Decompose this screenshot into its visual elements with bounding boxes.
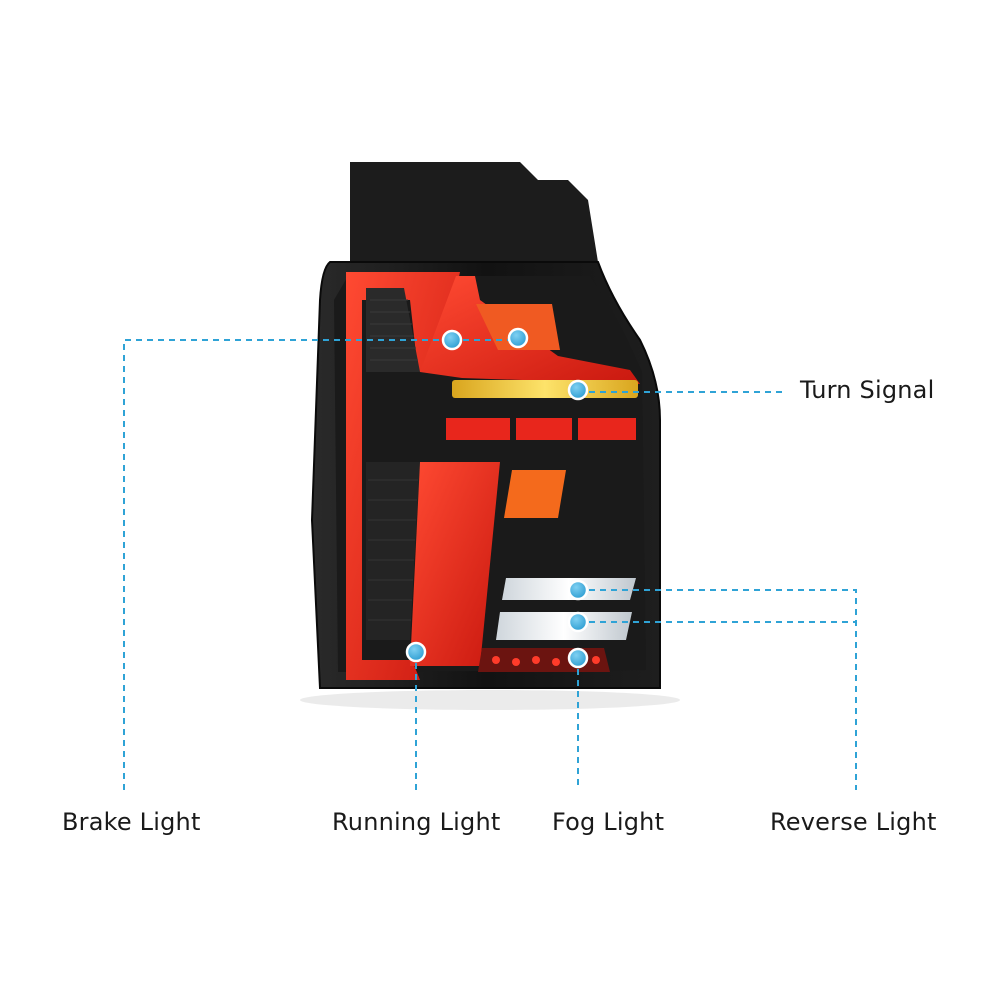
- reverse-light-label: Reverse Light: [770, 808, 937, 836]
- running-light-bar: [410, 462, 500, 666]
- fog-light-leds: [492, 656, 600, 666]
- vent-lines-upper: [370, 299, 418, 361]
- brake-light-label: Brake Light: [62, 808, 201, 836]
- middle-light-block: [504, 470, 566, 518]
- housing-bracket: [350, 162, 598, 262]
- brake-segment-3: [578, 418, 636, 440]
- vent-upper: [366, 288, 420, 372]
- brake-light-upper: [420, 276, 640, 384]
- turn-signal-bar: [452, 380, 638, 398]
- callout-lines: [123, 339, 857, 790]
- brake-dot-2: [507, 327, 529, 349]
- fog-light-label: Fog Light: [552, 808, 665, 836]
- reverse-dot-1: [567, 579, 589, 601]
- running-light-label: Running Light: [332, 808, 501, 836]
- vent-lower: [366, 462, 420, 640]
- fog-light-dot: [567, 647, 589, 669]
- brake-segment-1: [446, 418, 510, 440]
- reverse-dot-2: [567, 611, 589, 633]
- turn-signal-label: Turn Signal: [800, 376, 935, 404]
- brake-dot-1: [441, 329, 463, 351]
- reverse-light-lower: [496, 612, 632, 640]
- callout-dots: [405, 327, 589, 669]
- upper-light-block: [476, 304, 560, 350]
- turn-signal-dot: [567, 379, 589, 401]
- callout-reverse-line-1: [578, 589, 857, 790]
- running-light-dot: [405, 641, 427, 663]
- brake-segment-2: [516, 418, 572, 440]
- floor-shadow: [300, 690, 680, 710]
- vent-lines-lower: [368, 479, 418, 621]
